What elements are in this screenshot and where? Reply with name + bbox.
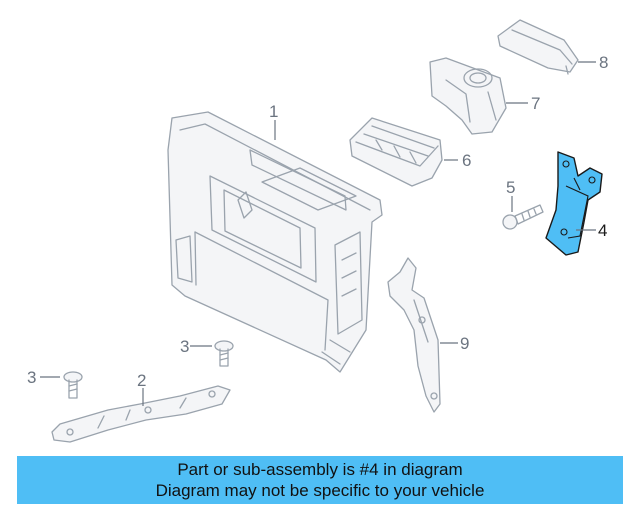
callout-8: 8 [599,53,608,72]
part-6-air-duct [349,117,443,187]
callout-2: 2 [137,371,146,390]
part-9-side-bracket [387,257,441,413]
banner-line-1: Part or sub-assembly is #4 in diagram [177,460,463,479]
part-3-bolt-upper [214,340,234,367]
callout-3-upper: 3 [180,337,189,356]
callout-5: 5 [506,178,515,197]
part-7-air-guide [429,57,507,135]
info-banner: Part or sub-assembly is #4 in diagram Di… [17,456,623,504]
parts-diagram: 1 2 3 3 4 5 6 7 8 9 [27,19,608,443]
callout-1: 1 [269,102,278,121]
callout-4: 4 [598,221,607,240]
callout-6: 6 [462,151,471,170]
part-4-highlighted-bracket [545,151,603,256]
callout-3-lower: 3 [27,368,36,387]
part-3-bolt-lower [63,371,83,399]
callout-7: 7 [531,94,540,113]
leader-lines [40,61,596,406]
banner-line-2: Diagram may not be specific to your vehi… [155,481,485,500]
part-5-bolt [502,204,544,230]
part-8-cover [497,19,579,75]
part-1-radiator-support [167,111,383,373]
callout-9: 9 [460,334,469,353]
part-2-lower-bracket [51,385,231,443]
